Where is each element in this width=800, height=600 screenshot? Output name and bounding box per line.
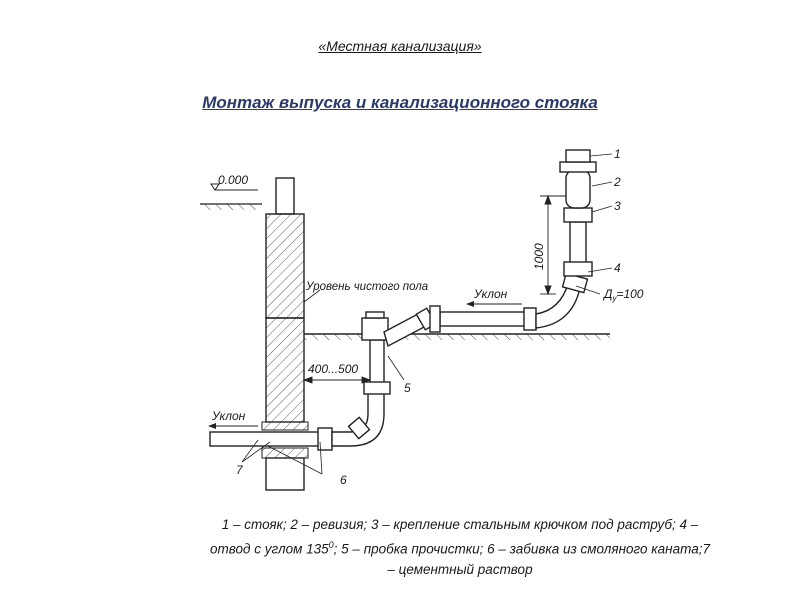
- callout-2: 2: [613, 175, 621, 189]
- callout-leaders: [241, 153, 613, 475]
- callout-3: 3: [614, 199, 621, 213]
- callout-7: 7: [236, 463, 244, 477]
- elevation-label: 0.000: [218, 173, 248, 187]
- degree-superscript: 0: [328, 540, 334, 550]
- page-title: Монтаж выпуска и канализационного стояка: [202, 93, 598, 112]
- floor-line: [303, 289, 610, 340]
- callout-1: 1: [614, 147, 621, 161]
- foundation-wall: [261, 177, 309, 491]
- caption-line-2b: ; 5 – пробка прочистки; 6 – забивка из с…: [333, 541, 710, 557]
- callout-6: 6: [340, 473, 347, 487]
- floor-level-label: Уровень чистого пола: [305, 281, 428, 293]
- caption-line-2a: отвод с углом 135: [210, 541, 329, 557]
- outlet-pipe: [209, 391, 385, 451]
- callout-4: 4: [614, 261, 621, 275]
- subtitle: «Местная канализация»: [318, 38, 482, 54]
- main-riser: [559, 149, 597, 277]
- cleanout-riser: [361, 307, 437, 395]
- height-label: 1000: [532, 243, 546, 270]
- slope-bottom-label: Уклон: [211, 409, 246, 423]
- legend-caption: 1 – стояк; 2 – ревизия; 3 – крепление ст…: [160, 515, 760, 580]
- distance-dimension: [302, 376, 372, 384]
- callout-5: 5: [404, 381, 411, 395]
- slope-top-label: Уклон: [473, 287, 508, 301]
- caption-line-3: – цементный раствор: [387, 561, 533, 577]
- distance-label: 400...500: [308, 362, 358, 376]
- bend-135: [535, 272, 589, 329]
- caption-line-1: 1 – стояк; 2 – ревизия; 3 – крепление ст…: [221, 517, 699, 532]
- diameter-label: Ду=100: [602, 287, 644, 303]
- slope-arrow-top: [466, 301, 522, 307]
- ground-elevation-mark: [200, 183, 262, 210]
- horizontal-pipe: [429, 305, 537, 333]
- slope-arrow-bottom: [208, 423, 258, 429]
- height-dimension: [540, 194, 566, 296]
